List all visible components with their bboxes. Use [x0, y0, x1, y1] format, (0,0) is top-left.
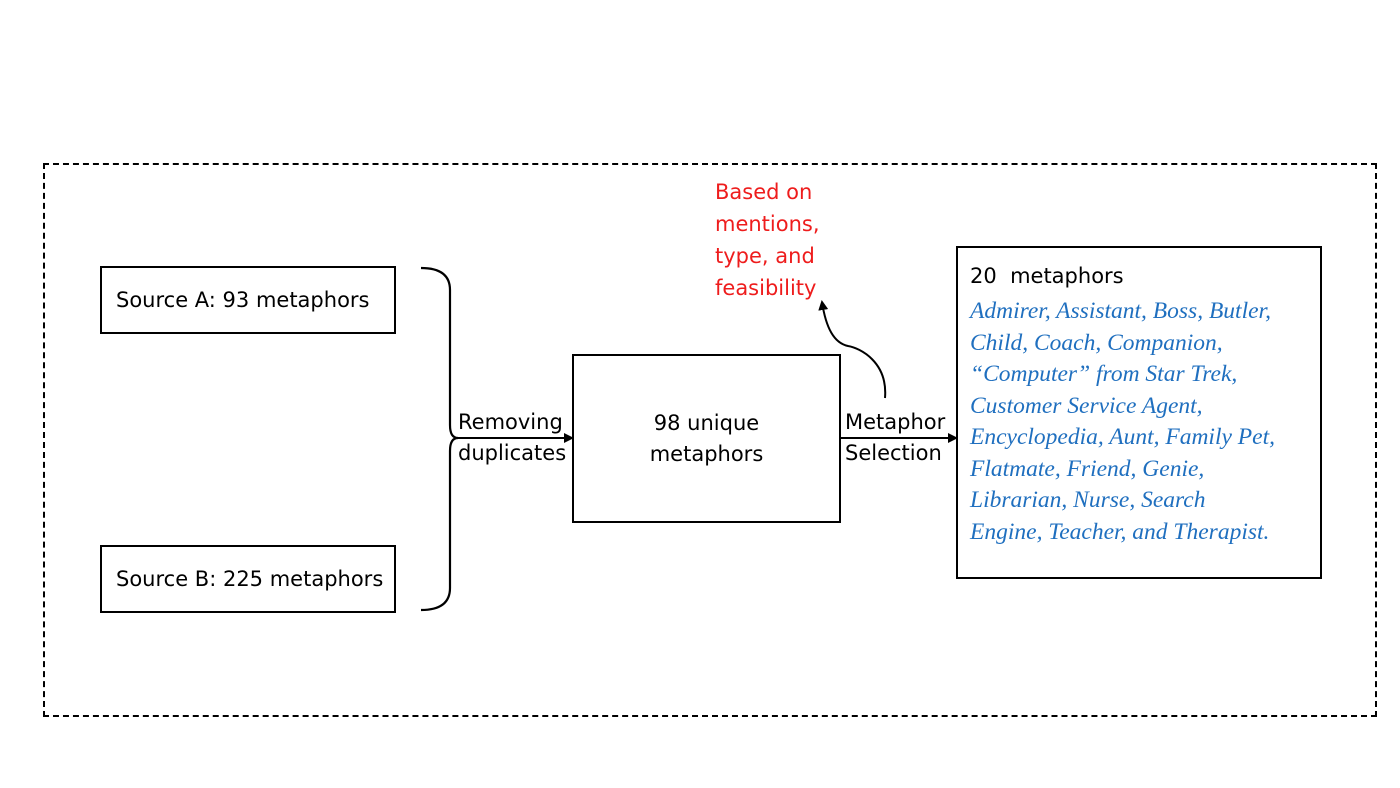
metaphor-selection-label: Metaphor Selection: [845, 407, 945, 469]
selection-line-1: Metaphor: [845, 410, 946, 434]
metaphor-line: Engine, Teacher, and Therapist.: [970, 518, 1270, 545]
criteria-line-4: feasibility: [715, 276, 817, 300]
source-b-label: Source B: 225 metaphors: [116, 567, 384, 591]
metaphor-line: Child, Coach, Companion,: [970, 329, 1223, 356]
selected-metaphors-title: 20 metaphors: [970, 264, 1124, 288]
selected-metaphors-box: 20 metaphors Admirer, Assistant, Boss, B…: [956, 246, 1322, 579]
source-a-label: Source A: 93 metaphors: [116, 288, 370, 312]
source-b-box: Source B: 225 metaphors: [100, 545, 396, 613]
unique-metaphors-box: 98 unique metaphors: [572, 354, 841, 523]
source-a-box: Source A: 93 metaphors: [100, 266, 396, 334]
metaphor-line: “Computer” from Star Trek,: [970, 361, 1238, 387]
metaphor-list: Admirer, Assistant, Boss, Butler, Child,…: [970, 296, 1310, 548]
criteria-line-2: mentions,: [715, 212, 820, 236]
process-frame: [43, 163, 1377, 717]
removing-duplicates-label: Removing duplicates: [458, 407, 566, 469]
selection-criteria-note: Based on mentions, type, and feasibility: [715, 176, 820, 304]
removing-line-1: Removing: [458, 410, 563, 434]
criteria-line-1: Based on: [715, 180, 813, 204]
selection-line-2: Selection: [845, 441, 942, 465]
criteria-line-3: type, and: [715, 244, 815, 268]
metaphor-line: Admirer, Assistant, Boss, Butler,: [970, 298, 1271, 324]
metaphor-line: Flatmate, Friend, Genie,: [970, 455, 1205, 482]
metaphor-line: Encyclopedia, Aunt, Family Pet,: [970, 424, 1275, 450]
unique-line-1: 98 unique: [653, 410, 760, 435]
merge-brace: [420, 266, 459, 612]
removing-line-2: duplicates: [458, 441, 567, 465]
metaphor-line: Librarian, Nurse, Search: [970, 487, 1206, 513]
metaphor-line: Customer Service Agent,: [970, 392, 1203, 419]
criteria-arrow: [818, 300, 887, 399]
unique-line-2: metaphors: [649, 441, 764, 466]
